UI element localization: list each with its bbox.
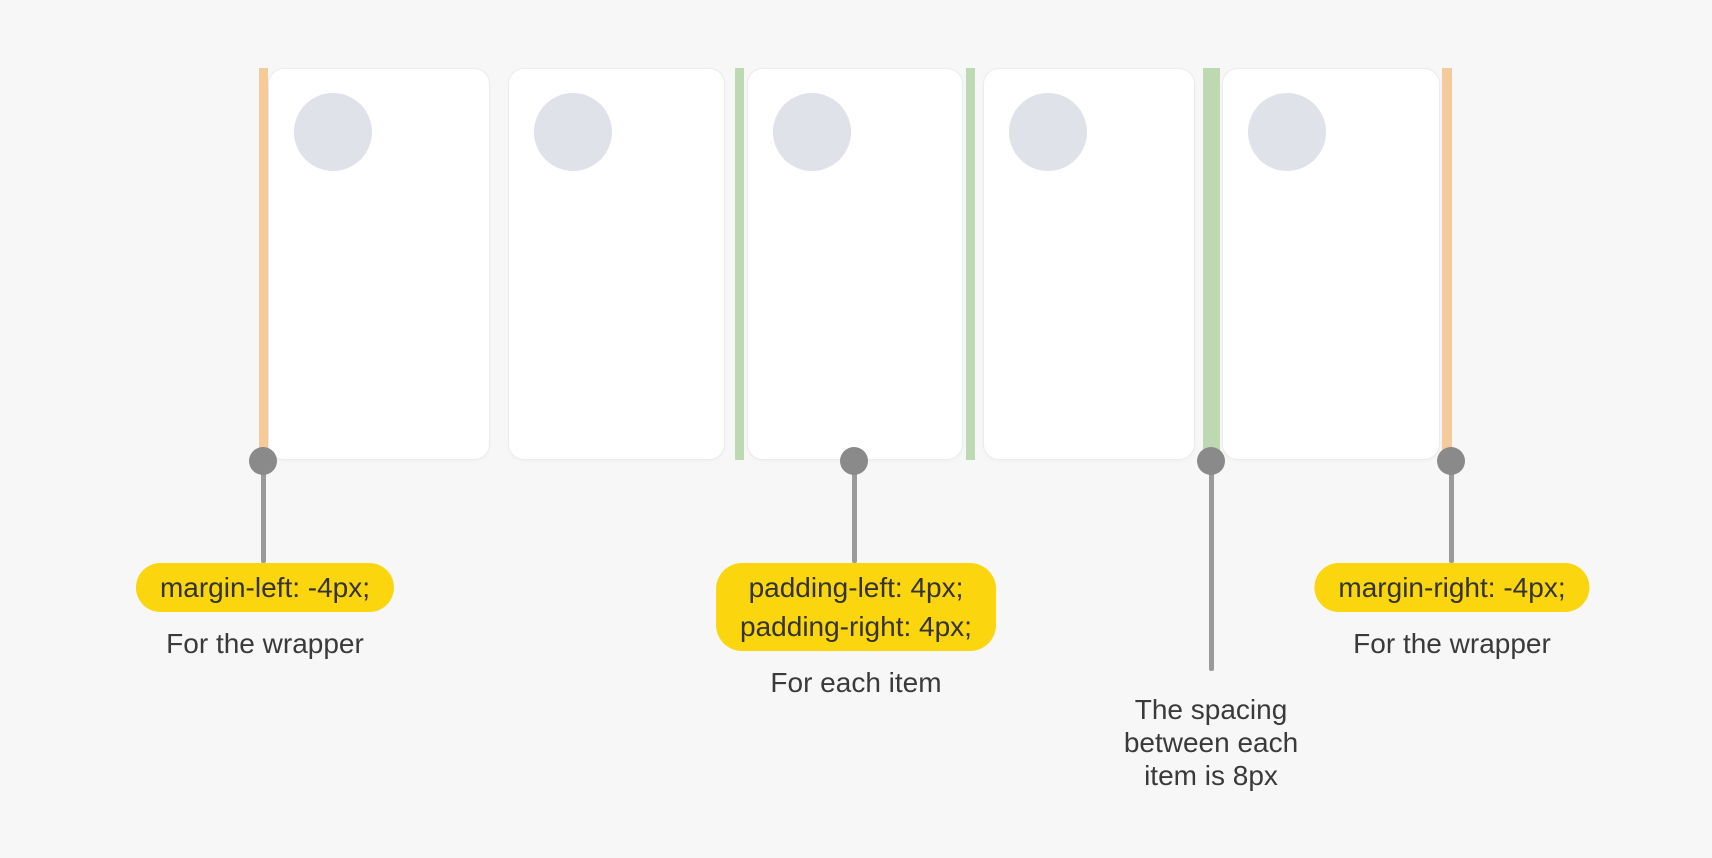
item-padding-right-bar <box>966 68 975 460</box>
card <box>983 68 1195 460</box>
annotation-caption: The spacing between each item is 8px <box>1124 693 1298 792</box>
annotation-margin-right: margin-right: -4px; For the wrapper <box>1314 563 1590 660</box>
connector-line <box>261 461 266 563</box>
connector-line <box>1209 461 1214 671</box>
annotation-spacing: The spacing between each item is 8px <box>1124 693 1298 792</box>
avatar-placeholder <box>1248 93 1326 171</box>
code-text: margin-left: -4px; <box>159 572 371 603</box>
wrapper-margin-right-bar <box>1442 68 1452 460</box>
item-spacing-bar <box>1203 68 1220 460</box>
code-label-padding: padding-left: 4px; padding-right: 4px; <box>716 563 996 652</box>
card <box>1222 68 1440 460</box>
annotation-caption: For each item <box>770 667 942 699</box>
connector-dot <box>1197 447 1225 475</box>
connector-line <box>1449 461 1454 563</box>
card <box>508 68 725 460</box>
annotation-caption: For the wrapper <box>1353 628 1551 660</box>
code-text: padding-right: 4px; <box>740 611 972 643</box>
avatar-placeholder <box>773 93 851 171</box>
connector-dot <box>840 447 868 475</box>
avatar-placeholder <box>534 93 612 171</box>
code-text: margin-right: -4px; <box>1338 572 1566 603</box>
caption-line: item is 8px <box>1144 760 1278 792</box>
code-label-margin-left: margin-left: -4px; <box>135 563 395 613</box>
caption-line: The spacing <box>1134 694 1288 725</box>
avatar-placeholder <box>1009 93 1087 171</box>
item-padding-left-bar <box>735 68 744 460</box>
card <box>268 68 490 460</box>
annotation-margin-left: margin-left: -4px; For the wrapper <box>135 563 395 660</box>
connector-dot <box>249 447 277 475</box>
code-label-margin-right: margin-right: -4px; <box>1314 563 1590 613</box>
card <box>747 68 963 460</box>
wrapper-margin-left-bar <box>259 68 268 460</box>
code-text: padding-left: 4px; <box>748 572 964 603</box>
annotation-caption: For the wrapper <box>166 628 364 660</box>
caption-line: between each <box>1123 727 1299 759</box>
annotation-padding: padding-left: 4px; padding-right: 4px; F… <box>716 563 996 699</box>
avatar-placeholder <box>294 93 372 171</box>
connector-line <box>852 461 857 563</box>
connector-dot <box>1437 447 1465 475</box>
